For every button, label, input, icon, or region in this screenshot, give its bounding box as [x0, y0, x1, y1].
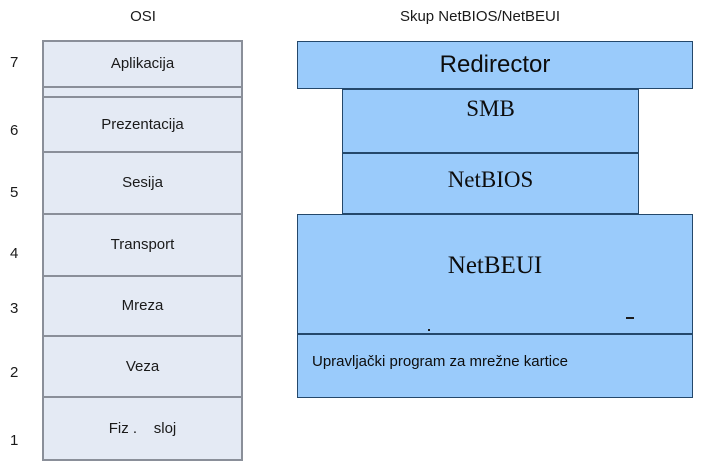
stray-dot-mark	[428, 329, 430, 331]
osi-row-datalink[interactable]: Veza	[44, 337, 241, 398]
osi-row-label: Sesija	[122, 174, 163, 191]
osi-row-session[interactable]: Sesija	[44, 153, 241, 215]
osi-layer-number-3: 3	[10, 300, 19, 317]
osi-row-physical[interactable]: Fiz . sloj	[44, 398, 241, 459]
osi-row-label: Prezentacija	[101, 115, 184, 133]
stack-box-network-card-driver[interactable]: Upravljački program za mrežne kartice	[297, 334, 693, 398]
osi-row-spacer	[44, 88, 241, 98]
stack-box-smb[interactable]: SMB	[342, 89, 639, 153]
osi-layer-number-2: 2	[10, 364, 19, 381]
osi-model-table: Aplikacija Prezentacija Sesija Transport…	[42, 40, 243, 461]
osi-layer-number-5: 5	[10, 184, 19, 201]
osi-row-network[interactable]: Mreza	[44, 277, 241, 337]
osi-row-label: Fiz . sloj	[108, 419, 177, 437]
stray-dash-mark	[626, 317, 634, 319]
osi-layer-number-1: 1	[10, 432, 19, 449]
stack-box-label: NetBIOS	[447, 166, 534, 192]
osi-layer-number-7: 7	[10, 54, 19, 71]
osi-row-label: Transport	[110, 236, 175, 253]
osi-row-application[interactable]: Aplikacija	[44, 42, 241, 88]
osi-row-label: Aplikacija	[110, 55, 175, 72]
stack-box-label: SMB	[466, 96, 515, 121]
stack-box-netbeui[interactable]: NetBEUI	[297, 214, 693, 334]
netbios-netbeui-stack-title: Skup NetBIOS/NetBEUI	[399, 8, 561, 25]
osi-row-presentation[interactable]: Prezentacija	[44, 98, 241, 153]
osi-row-label: Veza	[125, 357, 160, 375]
osi-row-transport[interactable]: Transport	[44, 215, 241, 277]
stack-box-redirector[interactable]: Redirector	[297, 41, 693, 89]
stack-box-netbios[interactable]: NetBIOS	[342, 153, 639, 214]
stack-box-label: NetBEUI	[447, 252, 543, 279]
stack-box-label: Upravljački program za mrežne kartice	[312, 352, 568, 370]
osi-row-label: Mreza	[121, 297, 164, 314]
osi-layer-number-6: 6	[10, 122, 19, 139]
osi-column-title: OSI	[130, 8, 156, 25]
osi-layer-number-4: 4	[10, 245, 19, 262]
stack-box-label: Redirector	[439, 51, 551, 78]
